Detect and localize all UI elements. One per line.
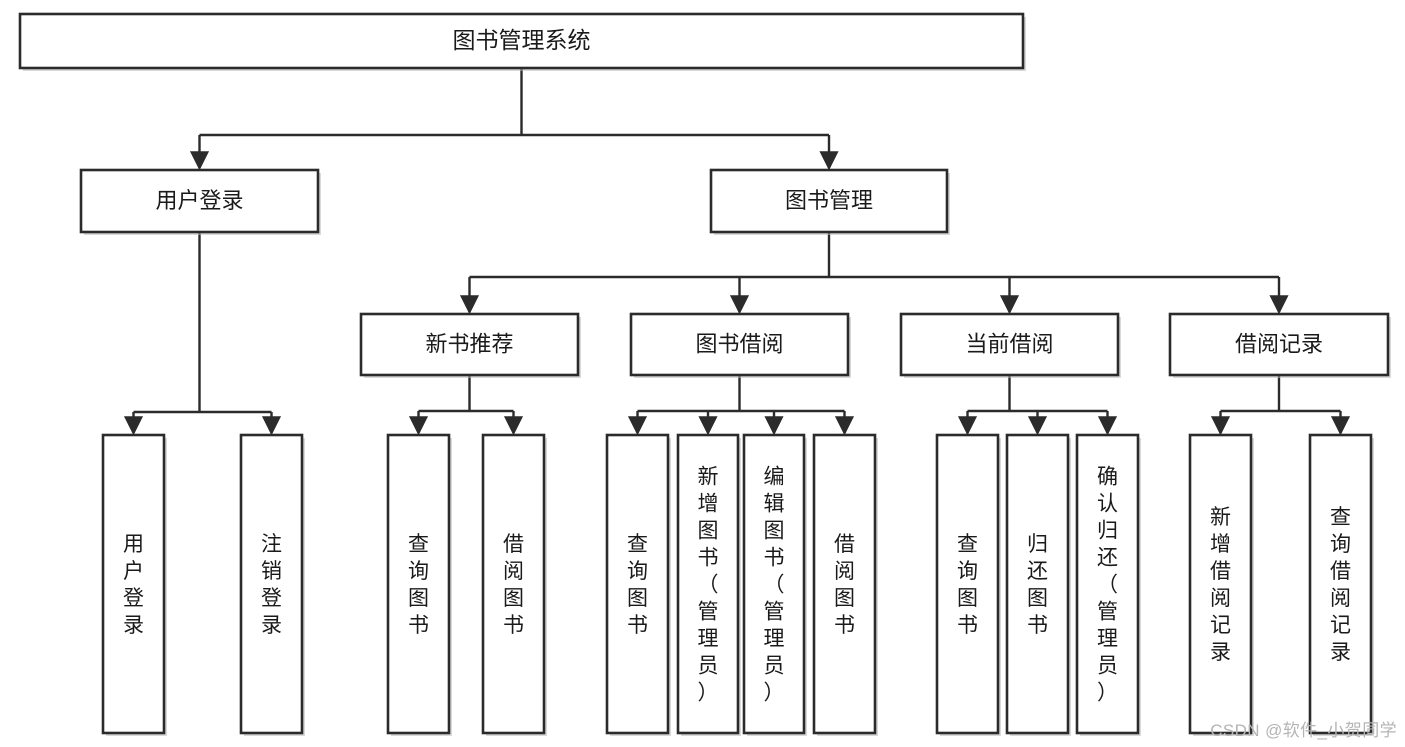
node-label: 查询借阅记录 [1330,506,1351,664]
node-leaf-query-book-current[interactable]: 查询图书 [935,433,1001,736]
node-box [79,168,320,234]
watermark-label: CSDN @软件_小贺同学 [1210,721,1397,740]
node-box [812,433,877,735]
node-current-borrow[interactable]: 当前借阅 [899,312,1121,378]
node-box [1188,433,1253,735]
node-label: 查询图书 [627,533,648,637]
node-box [359,312,580,377]
node-leaf-query-borrow-record[interactable]: 查询借阅记录 [1308,433,1374,736]
node-label: 确认归还（管理员） [1097,466,1118,705]
node-leaf-borrow-book-recommend[interactable]: 借阅图书 [481,433,547,736]
node-label: 新增借阅记录 [1210,506,1231,664]
node-box [239,433,304,735]
node-box [1005,433,1070,735]
node-box [1308,433,1373,735]
node-label: 用户登录 [123,533,144,637]
node-box [899,312,1120,377]
node-label: 当前借阅 [965,331,1053,356]
node-box [18,12,1025,70]
node-label: 新增图书（管理员） [698,466,719,705]
node-box [386,433,451,735]
node-label: 图书管理系统 [453,27,591,53]
node-user-login[interactable]: 用户登录 [79,168,321,235]
node-leaf-borrow-book[interactable]: 借阅图书 [812,433,878,736]
node-box [1168,312,1390,377]
node-book-borrow[interactable]: 图书借阅 [629,312,851,378]
node-box [101,433,166,735]
node-label: 图书管理 [785,188,873,213]
node-box [629,312,850,377]
node-box [1075,433,1140,735]
node-leaf-query-book-recommend[interactable]: 查询图书 [386,433,452,736]
node-box [742,433,806,735]
node-box [605,433,670,735]
node-label: 编辑图书（管理员） [764,466,785,705]
node-layer: 图书管理系统用户登录图书管理新书推荐图书借阅当前借阅借阅记录用户登录注销登录查询… [18,12,1391,736]
node-borrow-record[interactable]: 借阅记录 [1168,312,1391,378]
node-label: 查询图书 [408,533,429,637]
node-label: 图书借阅 [695,331,783,356]
node-label: 借阅图书 [503,533,524,637]
node-box [481,433,546,735]
node-leaf-add-book-admin[interactable]: 新增图书（管理员） [676,433,741,736]
node-label: 归还图书 [1027,533,1048,637]
node-label: 借阅图书 [834,533,855,637]
node-leaf-add-borrow-record[interactable]: 新增借阅记录 [1188,433,1254,736]
node-leaf-confirm-return-admin[interactable]: 确认归还（管理员） [1075,433,1141,736]
node-label: 新书推荐 [425,331,513,356]
connector-layer [123,68,1351,436]
node-box [935,433,1000,735]
node-label: 查询图书 [957,533,978,637]
node-leaf-edit-book-admin[interactable]: 编辑图书（管理员） [742,433,807,736]
node-label: 注销登录 [261,533,282,637]
node-leaf-query-book-borrow[interactable]: 查询图书 [605,433,671,736]
node-root[interactable]: 图书管理系统 [18,12,1026,71]
node-box [709,168,949,234]
node-label: 借阅记录 [1235,331,1323,356]
node-label: 用户登录 [155,188,243,213]
node-leaf-user-login[interactable]: 用户登录 [101,433,167,736]
node-book-manage[interactable]: 图书管理 [709,168,950,235]
node-leaf-logout-login[interactable]: 注销登录 [239,433,305,736]
node-leaf-return-book[interactable]: 归还图书 [1005,433,1071,736]
node-box [676,433,740,735]
node-new-book-recommend[interactable]: 新书推荐 [359,312,581,378]
